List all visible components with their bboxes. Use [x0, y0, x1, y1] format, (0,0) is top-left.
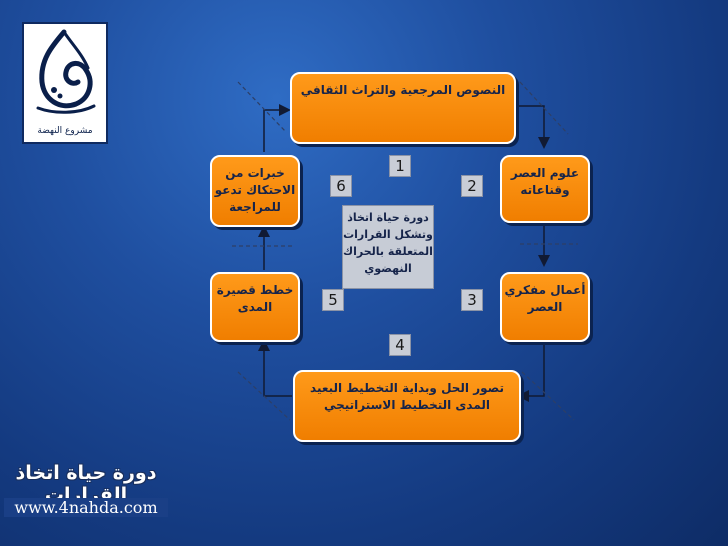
dash-tick: [237, 371, 291, 421]
dash-tick: [521, 371, 575, 421]
dash-tick: [237, 81, 287, 133]
calligraphy-logo-icon: [36, 29, 96, 114]
box-short-term-plans: خطط قصيرة المدى: [210, 272, 300, 342]
logo-caption: مشروع النهضة: [37, 126, 93, 136]
connector-left-upper-to-top: [263, 104, 291, 152]
cycle-center-label: دورة حياة اتخاذ وتشكل القرارات المتعلقة …: [342, 205, 434, 289]
step-number-5: 5: [322, 289, 344, 311]
connector-right-lower-to-bottom: [517, 342, 545, 402]
step-number-2: 2: [461, 175, 483, 197]
box-reference-texts: النصوص المرجعية والتراث الثقافي: [290, 72, 516, 144]
box-modern-thinkers: أعمال مفكري العصر: [500, 272, 590, 342]
connector-bottom-to-left-lower: [258, 339, 292, 397]
site-url-link[interactable]: www.4nahda.com: [4, 498, 168, 517]
step-number-3: 3: [461, 289, 483, 311]
step-number-1: 1: [389, 155, 411, 177]
step-number-6: 6: [330, 175, 352, 197]
connector-top-to-right-upper: [514, 105, 550, 149]
box-strategic-planning: تصور الحل وبداية التخطيط البعيد المدى ال…: [293, 370, 521, 442]
dash-tick: [519, 81, 569, 135]
nahda-logo: مشروع النهضة: [22, 22, 108, 144]
step-number-4: 4: [389, 334, 411, 356]
box-modern-sciences: علوم العصر وقناعاته: [500, 155, 590, 223]
box-friction-experiences: خبرات من الاحتكاك تدعو للمراجعة: [210, 155, 300, 227]
